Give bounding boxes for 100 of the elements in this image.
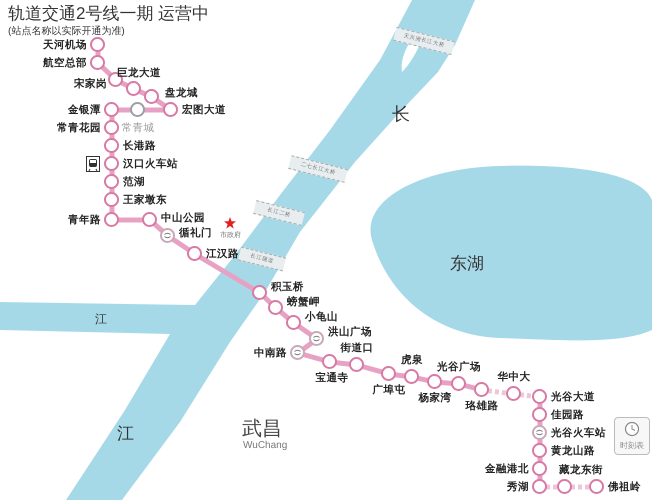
subtitle: (站点名称以实际开通为准) — [8, 24, 125, 38]
line-segment — [571, 484, 591, 490]
station-circle — [104, 174, 119, 189]
station-circle — [404, 369, 419, 384]
station-circle — [104, 192, 119, 207]
line-segment — [303, 352, 325, 363]
station-name: 佳园路 — [551, 409, 584, 421]
station-name: 常青城 — [122, 122, 154, 134]
station-circle — [126, 81, 141, 96]
station-circle — [90, 55, 105, 70]
station-circle — [532, 443, 547, 458]
line-segment — [394, 372, 406, 379]
station-name: 黄龙山路 — [551, 445, 595, 457]
station-circle — [322, 354, 337, 369]
station-name: 天河机场 — [43, 39, 87, 51]
title: 轨道交通2号线一期 运营中 — [8, 3, 210, 25]
line-segment — [118, 108, 132, 112]
station-name: 华中大 — [498, 371, 530, 383]
station-name: 航空总部 — [43, 57, 87, 69]
station-circle — [557, 479, 572, 494]
station-name: 宏图大道 — [182, 104, 226, 116]
line-segment — [301, 340, 314, 352]
timetable-button: 时刻表 — [614, 417, 650, 455]
station-circle — [381, 366, 396, 381]
station-name: 长港路 — [123, 140, 156, 152]
station-name: 藏龙东街 — [559, 464, 603, 476]
line-segment — [144, 108, 165, 112]
station-name: 广埠屯 — [372, 384, 406, 396]
station-circle — [532, 479, 547, 494]
station-circle — [163, 102, 178, 117]
station-name: 宋家岗 — [74, 78, 107, 90]
line-segment — [488, 388, 508, 396]
area-label: 江 — [117, 423, 134, 445]
station-name: 王家墩东 — [123, 194, 167, 206]
line-segment — [118, 218, 144, 222]
station-name: 盘龙城 — [165, 87, 198, 99]
line-segment — [172, 237, 192, 253]
station-circle — [104, 120, 119, 135]
line-segment — [262, 295, 274, 306]
station-circle — [451, 376, 466, 391]
station-circle — [286, 315, 301, 330]
station-name: 光谷广场 — [437, 361, 481, 373]
station-name: 汉口火车站 — [123, 158, 178, 170]
station-name: 珞雄路 — [466, 400, 498, 412]
station-name: 金融港北 — [485, 463, 529, 475]
station-circle — [104, 138, 119, 153]
line-segment — [279, 310, 291, 322]
line-segment — [417, 376, 430, 384]
station-circle — [104, 102, 119, 117]
station-circle — [474, 382, 489, 397]
station-name: 宝通寺 — [316, 372, 348, 384]
station-circle — [104, 212, 119, 227]
line-segment — [156, 98, 168, 109]
line-segment — [464, 383, 477, 391]
station-name: 范湖 — [123, 176, 145, 188]
station-name: 巨龙大道 — [117, 67, 161, 79]
area-label: 东湖 — [450, 253, 484, 275]
line-segment — [362, 364, 384, 375]
station-name: 佛祖岭 — [608, 481, 641, 493]
line-segment — [546, 484, 559, 490]
station-circle — [532, 461, 547, 476]
station-name: 小龟山 — [305, 311, 338, 323]
station-name: 金银潭 — [68, 104, 101, 116]
station-name: 杨家湾 — [418, 392, 452, 404]
station-circle — [142, 212, 157, 227]
station-circle — [144, 89, 159, 104]
station-name: 青年路 — [68, 214, 101, 226]
station-circle — [268, 300, 283, 315]
station-circle — [104, 156, 119, 171]
station-name: 虎泉 — [401, 354, 423, 366]
station-circle — [589, 479, 604, 494]
station-name: 光谷火车站 — [551, 427, 606, 439]
station-circle — [90, 37, 105, 52]
station-name: 循礼门 — [179, 227, 212, 239]
station-name: 中山公园 — [161, 212, 205, 224]
area-label: WuChang — [243, 440, 288, 451]
area-label: 武昌 — [242, 417, 282, 440]
line-segment — [100, 65, 114, 78]
station-circle — [130, 102, 145, 117]
area-label: 长 — [392, 103, 410, 126]
line-segment — [440, 380, 454, 386]
station-name: 常青花园 — [57, 122, 101, 134]
station-circle — [349, 357, 364, 372]
station-circle — [427, 374, 442, 389]
line-segment — [198, 254, 256, 292]
station-circle — [187, 246, 202, 261]
area-label: 江 — [95, 311, 107, 328]
station-circle — [532, 407, 547, 422]
station-name: 洪山广场 — [328, 326, 372, 338]
station-circle — [506, 386, 521, 401]
line-segment — [152, 222, 166, 234]
line-segment — [298, 324, 314, 338]
station-circle — [532, 389, 547, 404]
station-name: 中南路 — [254, 347, 287, 359]
station-name: 光谷大道 — [551, 391, 595, 403]
station-name: 街道口 — [340, 342, 374, 354]
station-name: 螃蟹岬 — [287, 296, 320, 308]
line-segment — [336, 360, 352, 367]
station-name: 积玉桥 — [271, 281, 304, 293]
station-name: 江汉路 — [206, 248, 239, 260]
